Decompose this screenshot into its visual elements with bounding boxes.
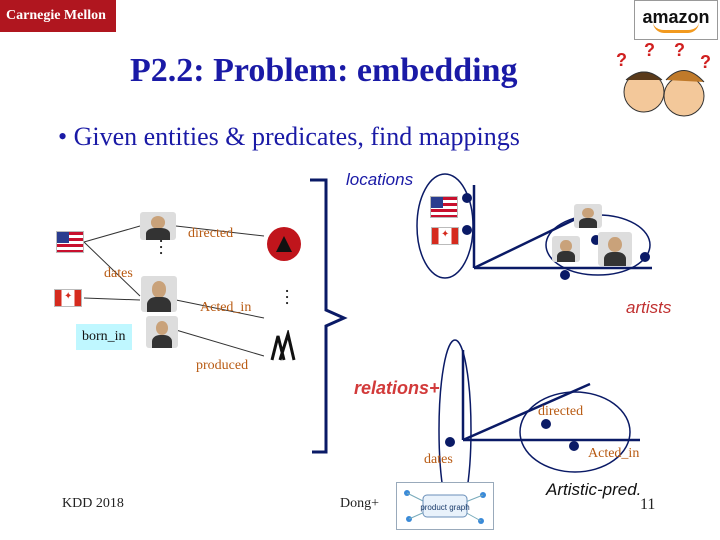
label-dates-left: dates bbox=[104, 266, 133, 281]
cmu-logo: Carnegie Mellon bbox=[0, 0, 116, 32]
label-born-in: born_in bbox=[76, 324, 132, 350]
label-dates-right: dates bbox=[424, 452, 453, 467]
label-relations-plus: relations+ bbox=[354, 378, 440, 398]
label-directed-right: directed bbox=[538, 404, 584, 419]
slide-title: P2.2: Problem: embedding bbox=[130, 52, 518, 89]
product-graph-text: product graph bbox=[420, 503, 469, 512]
ellipsis-vertical-b: … bbox=[282, 288, 302, 306]
footer-author: Dong+ bbox=[340, 496, 380, 511]
svg-text:?: ? bbox=[616, 50, 627, 70]
confused-people-icon: ? ? ? ? bbox=[604, 40, 718, 126]
product-graph-network-icon: product graph bbox=[404, 490, 486, 524]
ellipsis-vertical-a: … bbox=[156, 238, 176, 256]
flag-ca-icon bbox=[431, 227, 459, 245]
flag-us-icon bbox=[430, 196, 458, 218]
label-artists: artists bbox=[626, 298, 672, 317]
footer-venue: KDD 2018 bbox=[62, 496, 124, 511]
person-photo-icon bbox=[552, 236, 580, 262]
node-dot bbox=[445, 437, 455, 447]
node-dot bbox=[541, 419, 551, 429]
svg-text:?: ? bbox=[674, 40, 685, 60]
person-photo-icon bbox=[140, 212, 176, 240]
edge-line bbox=[175, 225, 265, 237]
label-locations: locations bbox=[346, 170, 414, 189]
artistic-cluster-ellipse bbox=[519, 391, 631, 473]
person-photo-icon bbox=[574, 204, 602, 228]
film-logo-icon bbox=[264, 330, 300, 364]
axis-z-line bbox=[473, 210, 591, 270]
node-dot bbox=[640, 252, 650, 262]
person-photo-icon bbox=[146, 316, 178, 348]
label-acted-in-left: Acted_in bbox=[200, 300, 252, 315]
page-number: 11 bbox=[640, 496, 656, 513]
product-graph-logo-icon: product graph bbox=[396, 482, 494, 530]
svg-text:?: ? bbox=[644, 40, 655, 60]
label-produced: produced bbox=[196, 358, 249, 373]
label-acted-in-right: Acted_in bbox=[588, 446, 640, 461]
edge-line bbox=[83, 241, 141, 297]
person-photo-icon bbox=[598, 232, 632, 266]
edge-line bbox=[175, 329, 265, 357]
node-dot bbox=[462, 193, 472, 203]
node-dot bbox=[560, 270, 570, 280]
label-directed-left: directed bbox=[188, 226, 234, 241]
axis-z-line-2 bbox=[462, 382, 591, 442]
node-dot bbox=[462, 225, 472, 235]
label-artistic-pred: Artistic-pred. bbox=[546, 480, 642, 499]
edge-line bbox=[83, 297, 141, 301]
curly-brace bbox=[310, 178, 348, 454]
cmu-logo-text: Carnegie Mellon bbox=[6, 8, 106, 23]
svg-text:?: ? bbox=[700, 52, 711, 72]
person-photo-icon bbox=[141, 276, 177, 312]
amazon-logo: amazon bbox=[634, 0, 718, 40]
flag-us-icon bbox=[56, 231, 84, 253]
flag-ca-icon bbox=[54, 289, 82, 307]
edge-line bbox=[83, 225, 141, 243]
directors-logo-icon bbox=[267, 227, 301, 261]
amazon-smile-icon bbox=[653, 22, 699, 33]
edge-line bbox=[175, 299, 265, 319]
bullet-text: • Given entities & predicates, find mapp… bbox=[58, 122, 520, 151]
node-dot bbox=[569, 441, 579, 451]
